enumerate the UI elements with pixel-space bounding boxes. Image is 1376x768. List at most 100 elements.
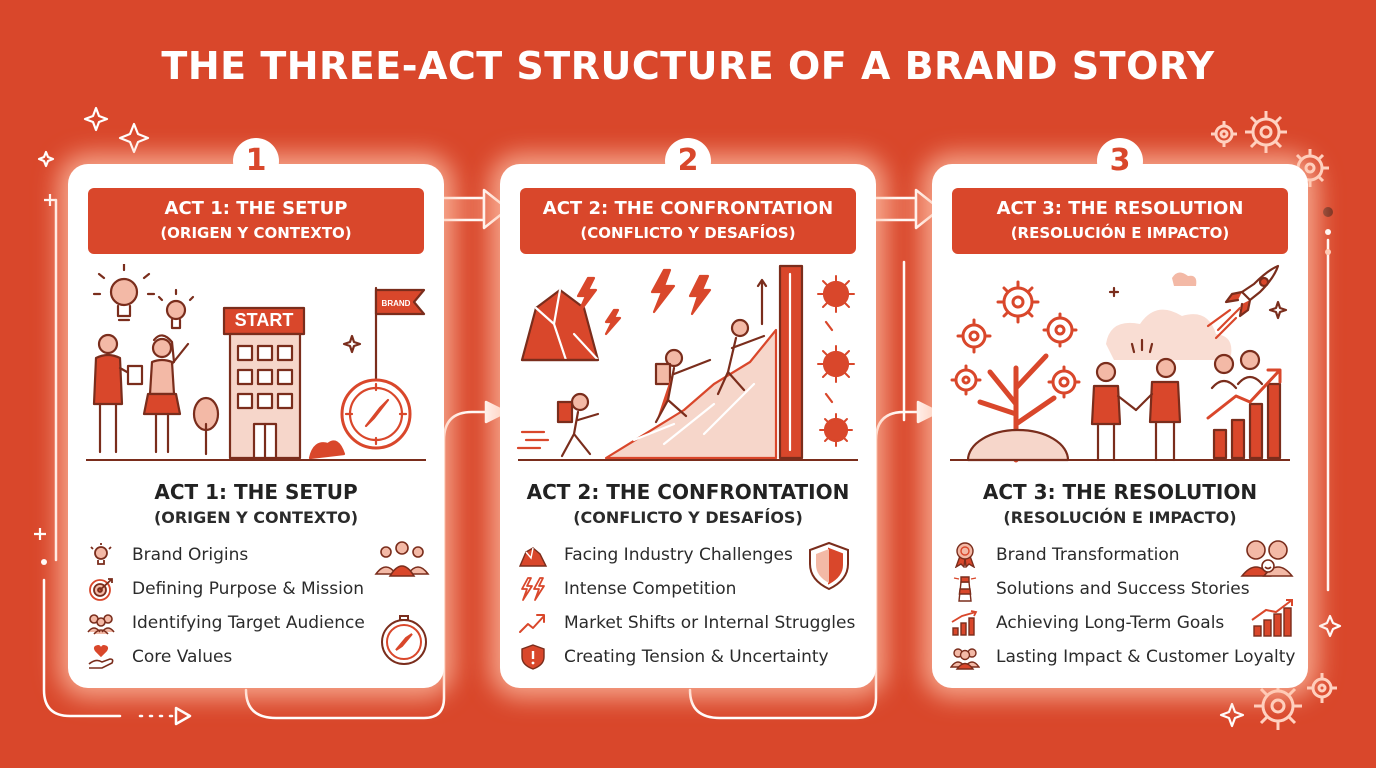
act-1-heading-block: ACT 1: THE SETUP (ORIGEN Y CONTEXTO) <box>68 478 444 530</box>
act-1-banner-subtitle: (ORIGEN Y CONTEXTO) <box>160 224 352 242</box>
growth-chart-icon <box>951 610 978 636</box>
act-2-banner-title: ACT 2: THE CONFRONTATION <box>542 198 834 219</box>
list-item: Achieving Long-Term Goals <box>950 606 1290 640</box>
shield-icon <box>809 541 849 591</box>
rocks-icon <box>518 547 548 567</box>
gear-icon <box>1254 682 1302 730</box>
act-number-badge: 1 <box>233 138 279 184</box>
handshake-icon <box>1090 338 1182 462</box>
list-item: Lasting Impact & Customer Loyalty <box>950 640 1295 674</box>
act-1-illustration: START BRAND <box>92 264 426 460</box>
sparkle-icon <box>37 150 55 168</box>
gear-icon <box>1211 121 1237 147</box>
rocks-icon <box>520 288 600 362</box>
heart-hand-icon <box>88 645 114 669</box>
list-item: Solutions and Success Stories <box>950 572 1290 606</box>
act-1-subheading: (ORIGEN Y CONTEXTO) <box>153 508 359 527</box>
sparkle-icon <box>1318 614 1342 638</box>
happy-customers-icon <box>1240 540 1294 577</box>
ground-line <box>518 459 858 461</box>
act-3-banner: ACT 3: THE RESOLUTION (RESOLUCIÓN E IMPA… <box>952 188 1288 254</box>
act-3-subheading: (RESOLUCIÓN E IMPACTO) <box>1003 508 1237 527</box>
gear-tree-icon <box>966 353 1070 463</box>
compass-icon <box>381 615 427 665</box>
act-2-card: ACT 2: THE CONFRONTATION (CONFLICTO Y DE… <box>500 164 876 688</box>
act-1-banner: ACT 1: THE SETUP (ORIGEN Y CONTEXTO) <box>88 188 424 254</box>
compass-icon <box>340 378 412 450</box>
threat-icon <box>817 275 855 447</box>
list-item: Brand Transformation <box>950 538 1290 572</box>
list-item: Intense Competition <box>518 572 858 606</box>
sparkle-icon <box>1219 702 1245 728</box>
lightning-icon <box>521 577 545 601</box>
act-3-illustration <box>950 264 1288 463</box>
act-2-banner: ACT 2: THE CONFRONTATION (CONFLICTO Y DE… <box>520 188 856 254</box>
start-sign-text: START <box>235 310 294 330</box>
group-icon <box>374 541 430 577</box>
trend-arrow-icon <box>519 614 545 633</box>
list-item: Brand Origins <box>86 538 426 572</box>
list-item: Creating Tension & Uncertainty <box>518 640 858 674</box>
act-2-subheading: (CONFLICTO Y DESAFÍOS) <box>573 508 803 527</box>
rocket-icon <box>1206 264 1280 340</box>
bar-chart-icon <box>1212 382 1282 460</box>
brand-flag-text: BRAND <box>382 299 411 308</box>
climber-icon <box>716 318 766 396</box>
connector-act1-to-act2 <box>244 410 490 720</box>
target-icon <box>89 578 113 601</box>
lighthouse-icon <box>953 576 977 602</box>
plus-icon <box>34 528 46 540</box>
connector-act2-to-act3 <box>688 410 922 720</box>
person-icon <box>142 334 190 454</box>
person-icon <box>92 333 144 454</box>
act-3-banner-title: ACT 3: THE RESOLUTION <box>996 198 1244 219</box>
list-item: Identifying Target Audience <box>86 606 426 640</box>
list-item: Core Values <box>86 640 426 674</box>
act-1-banner-title: ACT 1: THE SETUP <box>164 198 348 219</box>
ground-line <box>950 459 1290 461</box>
act-1-list: Brand Origins Defining Purpose & Mission… <box>86 538 426 674</box>
warning-shield-icon <box>521 644 545 670</box>
climber-icon <box>516 392 600 458</box>
wall-icon <box>756 264 804 460</box>
sparkle-icon <box>118 122 150 154</box>
brand-flag-icon <box>374 286 426 386</box>
plus-icon <box>44 194 56 206</box>
sparkle-icon <box>83 106 109 132</box>
ground-line <box>86 459 426 461</box>
list-item: Market Shifts or Internal Struggles <box>518 606 858 640</box>
act-3-banner-subtitle: (RESOLUCIÓN E IMPACTO) <box>1010 224 1230 242</box>
act-2-banner-subtitle: (CONFLICTO Y DESAFÍOS) <box>580 224 796 242</box>
lightbulb-icon <box>90 543 112 565</box>
lightbulb-icon <box>157 288 195 330</box>
audience-icon <box>87 614 115 635</box>
page-title: THE THREE-ACT STRUCTURE OF A BRAND STORY <box>161 44 1215 88</box>
act-3-heading-block: ACT 3: THE RESOLUTION (RESOLUCIÓN E IMPA… <box>932 478 1308 530</box>
act-1-card: ACT 1: THE SETUP (ORIGEN Y CONTEXTO) <box>68 164 444 688</box>
list-item: Defining Purpose & Mission <box>86 572 426 606</box>
act-3-heading: ACT 3: THE RESOLUTION <box>982 480 1258 504</box>
bar-chart-icon <box>1251 599 1293 637</box>
left-flow-line <box>42 198 122 718</box>
act-number-badge: 2 <box>665 138 711 184</box>
act-number-badge: 3 <box>1097 138 1143 184</box>
list-item: Facing Industry Challenges <box>518 538 858 572</box>
gear-icon <box>1307 673 1337 703</box>
medal-icon <box>954 542 976 568</box>
building-icon <box>222 306 306 460</box>
climber-icon <box>654 348 712 424</box>
community-icon <box>950 648 980 670</box>
act-2-illustration <box>516 264 855 460</box>
act-3-list: Brand Transformation Solutions and Succe… <box>950 538 1295 674</box>
act-3-card: ACT 3: THE RESOLUTION (RESOLUCIÓN E IMPA… <box>932 164 1308 688</box>
act-2-heading: ACT 2: THE CONFRONTATION <box>526 480 850 504</box>
act-1-heading: ACT 1: THE SETUP <box>154 480 358 504</box>
lightning-icon <box>576 268 712 336</box>
happy-customers-icon <box>1210 349 1264 390</box>
act-2-heading-block: ACT 2: THE CONFRONTATION (CONFLICTO Y DE… <box>500 478 876 530</box>
gear-icon <box>1245 111 1287 153</box>
lightbulb-icon <box>92 264 156 322</box>
tree-icon <box>192 396 220 456</box>
act-2-list: Facing Industry Challenges Intense Compe… <box>518 538 858 674</box>
